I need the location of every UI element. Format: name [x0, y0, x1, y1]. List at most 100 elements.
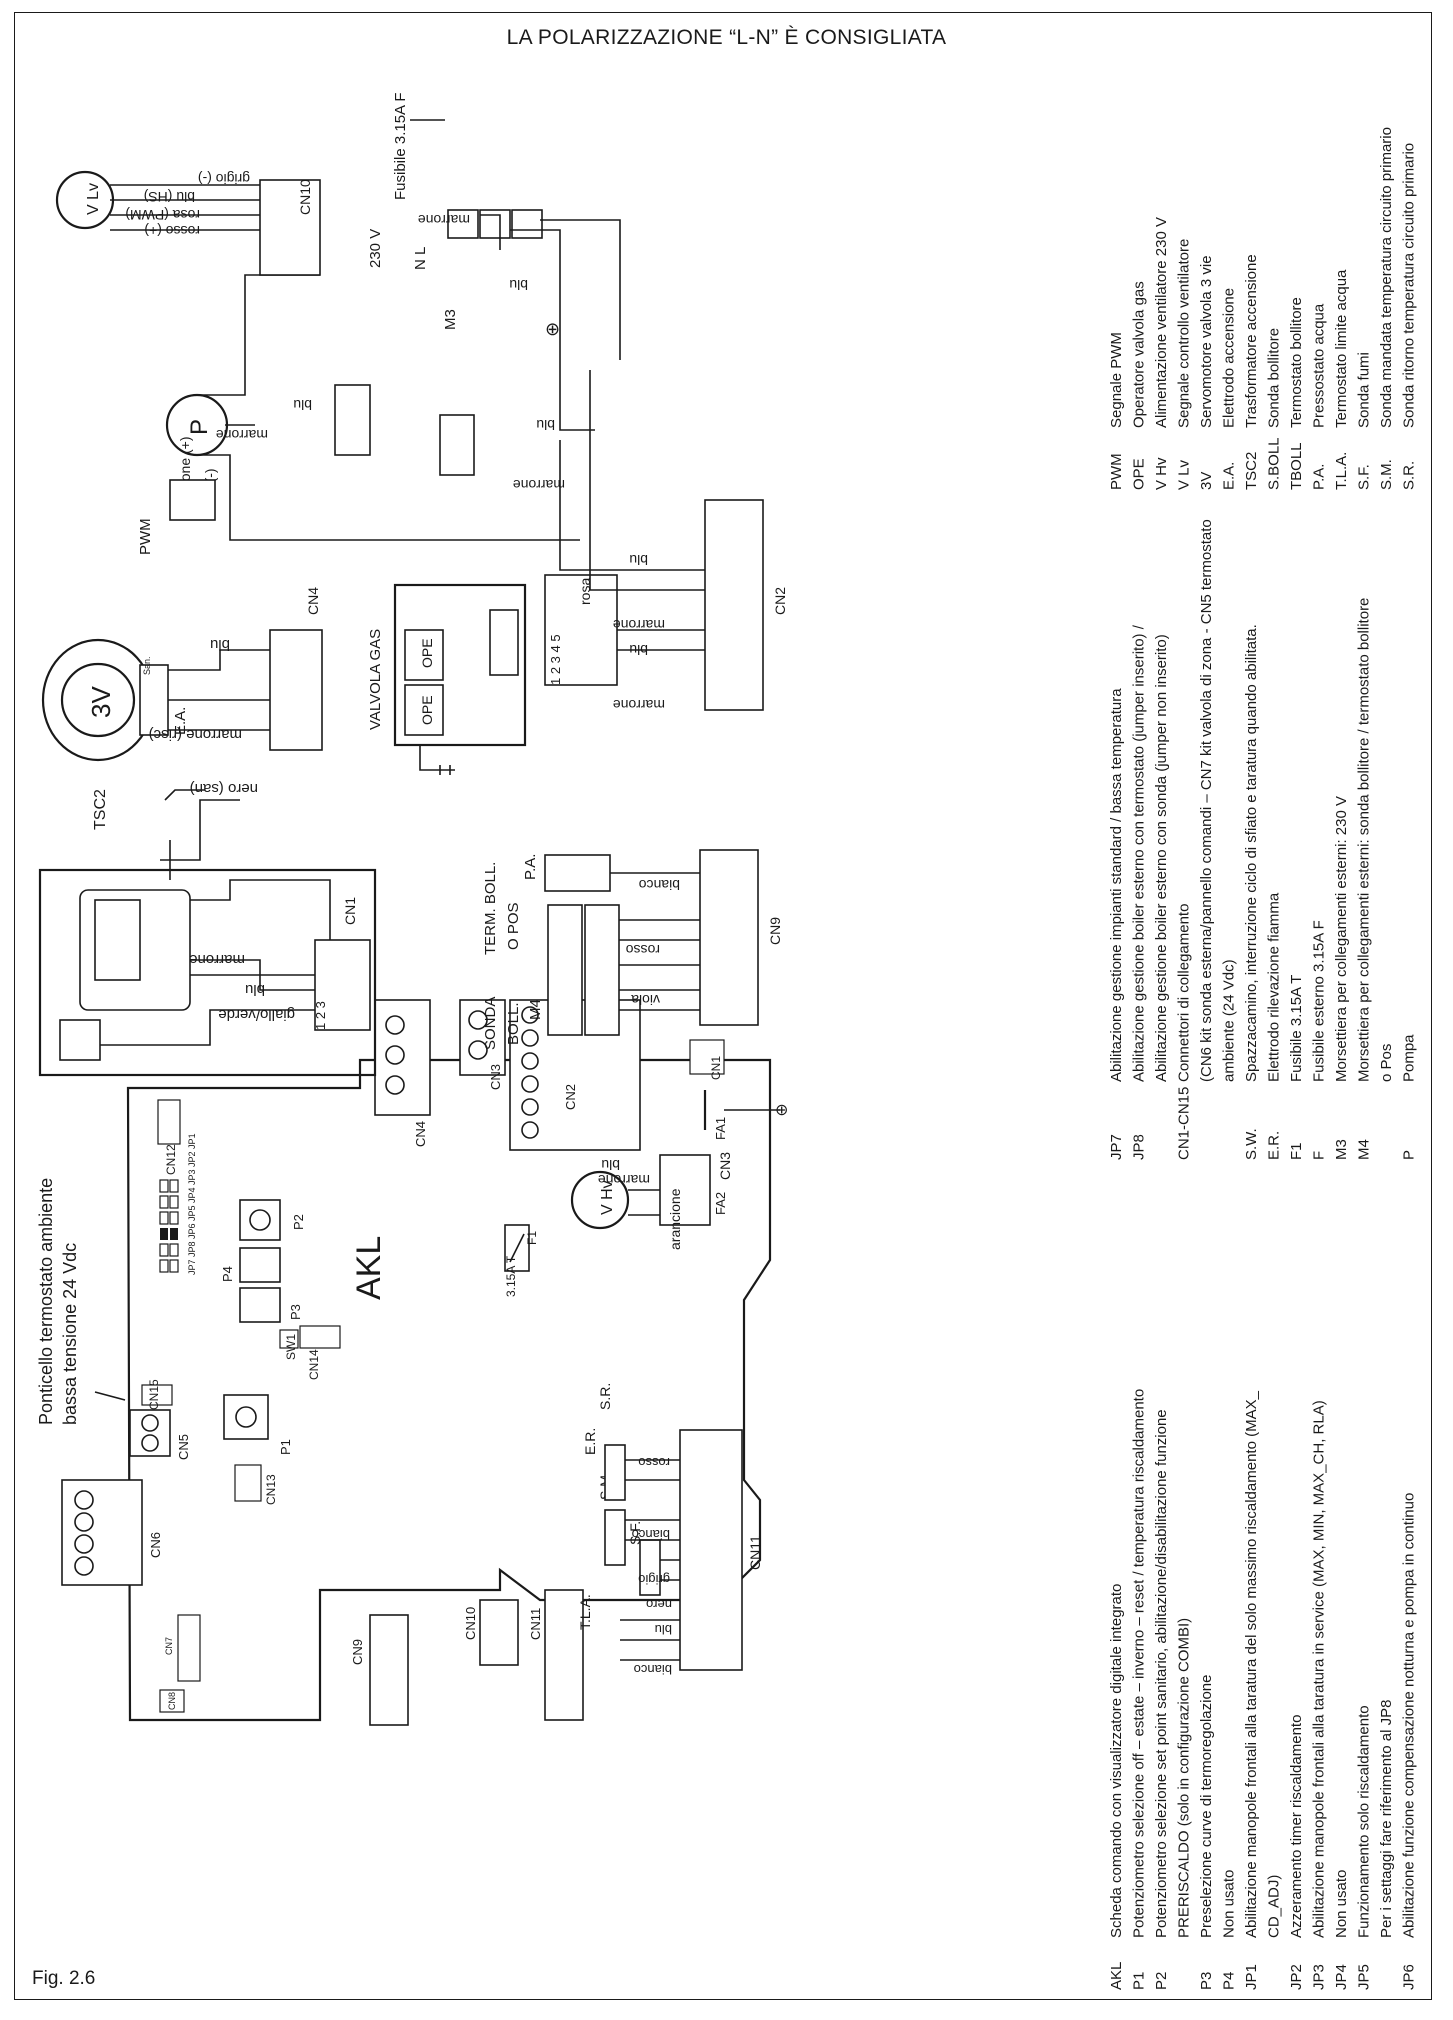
wire-blu-cn2: blu	[629, 552, 648, 568]
cn14-connector	[299, 1325, 341, 1349]
legend-mid-row-code: S.W.	[1243, 1128, 1260, 1160]
legend-right-row-code: TBOLL	[1288, 442, 1305, 490]
sr-label: S.R.	[597, 1383, 613, 1410]
legend-left-row-code: P1	[1131, 1972, 1148, 1990]
legend-left-row-text: Scheda comando con visualizzatore digita…	[1108, 1584, 1125, 1938]
cn2-label: CN2	[563, 1084, 578, 1110]
legend-left-row-code: JP3	[1311, 1964, 1328, 1990]
cn5-terminal	[129, 1409, 171, 1457]
term-boll-2: O POS	[505, 902, 522, 950]
legend-left-row-text: Azzeramento timer riscaldamento	[1288, 1715, 1305, 1938]
legend-right-row-text: Elettrodo accensione	[1221, 288, 1238, 428]
legend-mid-row-text: ambiente (24 Vdc)	[1221, 959, 1238, 1082]
cn6-terminal	[61, 1479, 143, 1586]
gas-valve-connector	[544, 574, 618, 686]
svg-text:CN10: CN10	[297, 179, 313, 215]
legend-left-row-text: Non usato	[1221, 1870, 1238, 1938]
p2-label: P2	[291, 1214, 306, 1230]
wire-blu-mains: blu	[536, 417, 555, 433]
cn3-plug-label: CN3	[717, 1152, 733, 1180]
wire-bianco-tla: bianco	[634, 1662, 672, 1677]
wire-bianco-pa: bianco	[639, 877, 680, 893]
legend-mid-row-code: JP7	[1108, 1134, 1125, 1160]
legend-mid-row-code: F1	[1288, 1142, 1305, 1160]
legend-right-row-text: Sonda fumi	[1356, 352, 1373, 428]
legend-mid-row-code: CN1-CN15	[1176, 1087, 1193, 1160]
wire-giallo-verde: giallo/verde	[218, 1006, 295, 1023]
legend-left-row-code: JP4	[1333, 1964, 1350, 1990]
cn9-plug-label: CN9	[767, 917, 783, 945]
page-title: LA POLARIZZAZIONE “L-N” È CONSIGLIATA	[506, 26, 947, 49]
wire-rosa-pwm: rosa (PWM)	[125, 207, 200, 223]
akl-board: AKL CN12 JP7 JP8 JP6 JP5 JP4 JP3 JP2 JP1…	[36, 999, 788, 1726]
legend-mid-row-text: Abilitazione gestione impianti standard …	[1108, 688, 1125, 1082]
drawing-frame	[14, 12, 1432, 2000]
legend-left-row-code: JP2	[1288, 1964, 1305, 1990]
nl-label: N L	[412, 247, 429, 270]
vhv-label: V Hv	[599, 1180, 616, 1215]
pa-label: P.A.	[522, 854, 539, 880]
sonda-boll-2: BOLL.	[505, 1002, 522, 1045]
cn4-label: CN4	[413, 1121, 428, 1147]
cn15-connector	[141, 1384, 173, 1406]
legend-right-row-code: S.M.	[1378, 459, 1395, 490]
cn7-label: CN7	[164, 1637, 174, 1655]
wire-marrone-m3: marrone	[418, 212, 470, 228]
cn8-label: CN8	[167, 1692, 177, 1710]
legend-mid-row-text: Morsettiera per collegamenti esterni: so…	[1356, 598, 1373, 1082]
wire-rosso-cn9: rosso	[626, 942, 660, 958]
svg-text:1 2 3: 1 2 3	[313, 1001, 328, 1030]
cn11-harness: CN11 E.R. arancione S.R. S.M. S.F. T.L.A…	[577, 1188, 763, 1677]
wire-blu-gas: blu	[629, 642, 648, 658]
legend-mid-row-text: Elettrodo rilevazione fiamma	[1266, 892, 1283, 1082]
wire-marrone-p: marrone	[216, 427, 268, 443]
p3-label: P3	[288, 1304, 303, 1320]
legend-mid-row-text: Pompa	[1401, 1034, 1418, 1082]
valve-title: VALVOLA GAS	[367, 629, 384, 730]
p2-potentiometer	[239, 1199, 281, 1241]
legend-right-row-text: Sonda ritorno temperatura circuito prima…	[1401, 143, 1418, 428]
svg-text:1 2 3 4 5: 1 2 3 4 5	[548, 634, 563, 685]
cn4-plug	[269, 629, 323, 751]
wire-blu-tsc2: blu	[245, 981, 265, 998]
sw1-switch	[279, 1329, 299, 1349]
cn1-plug	[314, 939, 371, 1031]
wire-marrone-risc: marrone (risc)	[149, 726, 242, 743]
wire-nero-san: nero (san)	[190, 780, 258, 797]
legend-right-row-code: S.F.	[1356, 464, 1373, 490]
cn9-connector	[369, 1614, 409, 1726]
er-label: E.R.	[582, 1428, 598, 1455]
legend-right-row-text: Servomotore valvola 3 vie	[1198, 255, 1215, 428]
legend-mid-row-code: F	[1311, 1151, 1328, 1160]
bridge-note-line-1: Ponticello termostato ambiente	[36, 1178, 56, 1425]
gas-valve: VALVOLA GAS OPE OPE 1 2 3 4 5 rosa	[367, 574, 618, 775]
jumper-block	[159, 1179, 179, 1273]
legend-mid-row-text: o Pos	[1378, 1044, 1395, 1082]
legend-mid-row-text: Abilitazione gestione boiler esterno con…	[1131, 624, 1148, 1082]
pwm-label: PWM	[137, 518, 154, 555]
m3-label: M3	[442, 309, 459, 330]
wire-rosso-plus: rosso (+)	[144, 223, 200, 239]
cn3-label: CN3	[488, 1064, 503, 1090]
legend-right-row-text: Sonda bollitore	[1266, 328, 1283, 428]
legend-right-row-code: T.L.A.	[1333, 452, 1350, 490]
mains-m3: Fusibile 3.15A F 230 V N L M3 marrone bl…	[367, 92, 621, 493]
tla-label: T.L.A.	[577, 1594, 593, 1630]
legend-left-row-text: Abilitazione funzione compensazione nott…	[1401, 1493, 1418, 1938]
legend-right-row-code: OPE	[1131, 458, 1148, 490]
legend-mid-row-text: (CN6 kit sonda esterna/pannello comandi …	[1198, 519, 1215, 1082]
legend-right-row-code: 3V	[1198, 472, 1215, 490]
legend-right-row-text: Termostato limite acqua	[1333, 269, 1350, 428]
p1-label: P1	[278, 1439, 293, 1455]
p4-box	[239, 1247, 281, 1283]
legend-left-row-code: P2	[1153, 1972, 1170, 1990]
three-way-valve: 3V San. blu nero (san) marrone (risc) CN…	[41, 587, 323, 797]
legend-left-row-code: JP1	[1243, 1964, 1260, 1990]
wire-blu-3v: blu	[210, 636, 230, 653]
vlv-label: V Lv	[85, 183, 102, 215]
legend-left-row-code: P4	[1221, 1972, 1238, 1990]
ground-symbol-fa1: ⊕	[775, 1102, 788, 1119]
wire-rosa: rosa	[577, 578, 593, 605]
